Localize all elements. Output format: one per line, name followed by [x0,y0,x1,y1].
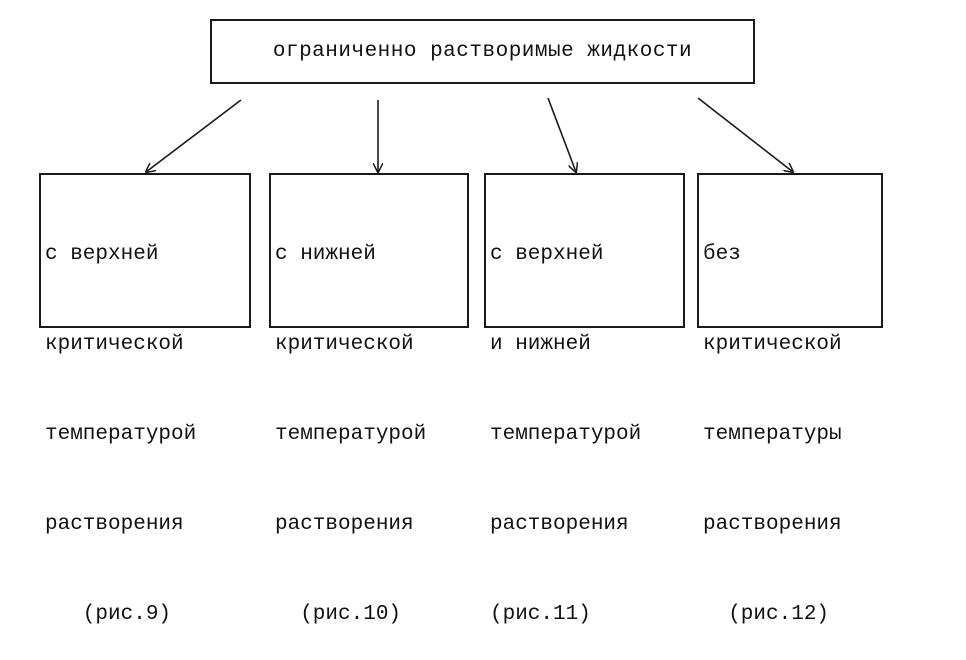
child-4-line-5: (рис.12) [703,603,830,626]
child-4-line-2: критической [703,333,842,356]
child-3-line-2: и нижней [490,333,591,356]
child-node-upper-critical: с верхней критической температурой раств… [39,173,251,626]
child-4-line-3: температуры [703,423,842,446]
child-4-line-4: растворения [703,513,842,536]
child-3-line-1: с верхней [490,243,604,266]
child-node-upper-and-lower: с верхней и нижней температурой растворе… [484,173,685,626]
child-1-line-2: критической [45,333,184,356]
child-2-line-1: с нижней [275,243,376,266]
child-2-line-5: (рис.10) [275,603,402,626]
child-3-line-4: растворения [490,513,629,536]
child-4-line-1: без [703,243,741,266]
child-3-line-3: температурой [490,423,642,446]
child-2-line-3: температурой [275,423,427,446]
child-2-line-2: критической [275,333,414,356]
arrow-to-child-1 [146,99,242,172]
child-2-line-4: растворения [275,513,414,536]
child-node-no-critical: без критической температуры растворения … [697,173,883,626]
root-label: ограниченно растворимые жидкости [272,40,693,63]
root-node: ограниченно растворимые жидкости [210,19,755,84]
child-1-line-3: температурой [45,423,197,446]
child-1-line-4: растворения [45,513,184,536]
arrow-to-child-4 [697,97,793,172]
connector-arrows [0,97,966,418]
child-1-line-5: (рис.9) [45,603,172,626]
child-node-lower-critical: с нижней критической температурой раство… [269,173,469,626]
child-3-line-5: (рис.11) [490,603,591,626]
arrow-to-child-3 [547,97,576,172]
child-1-line-1: с верхней [45,243,159,266]
